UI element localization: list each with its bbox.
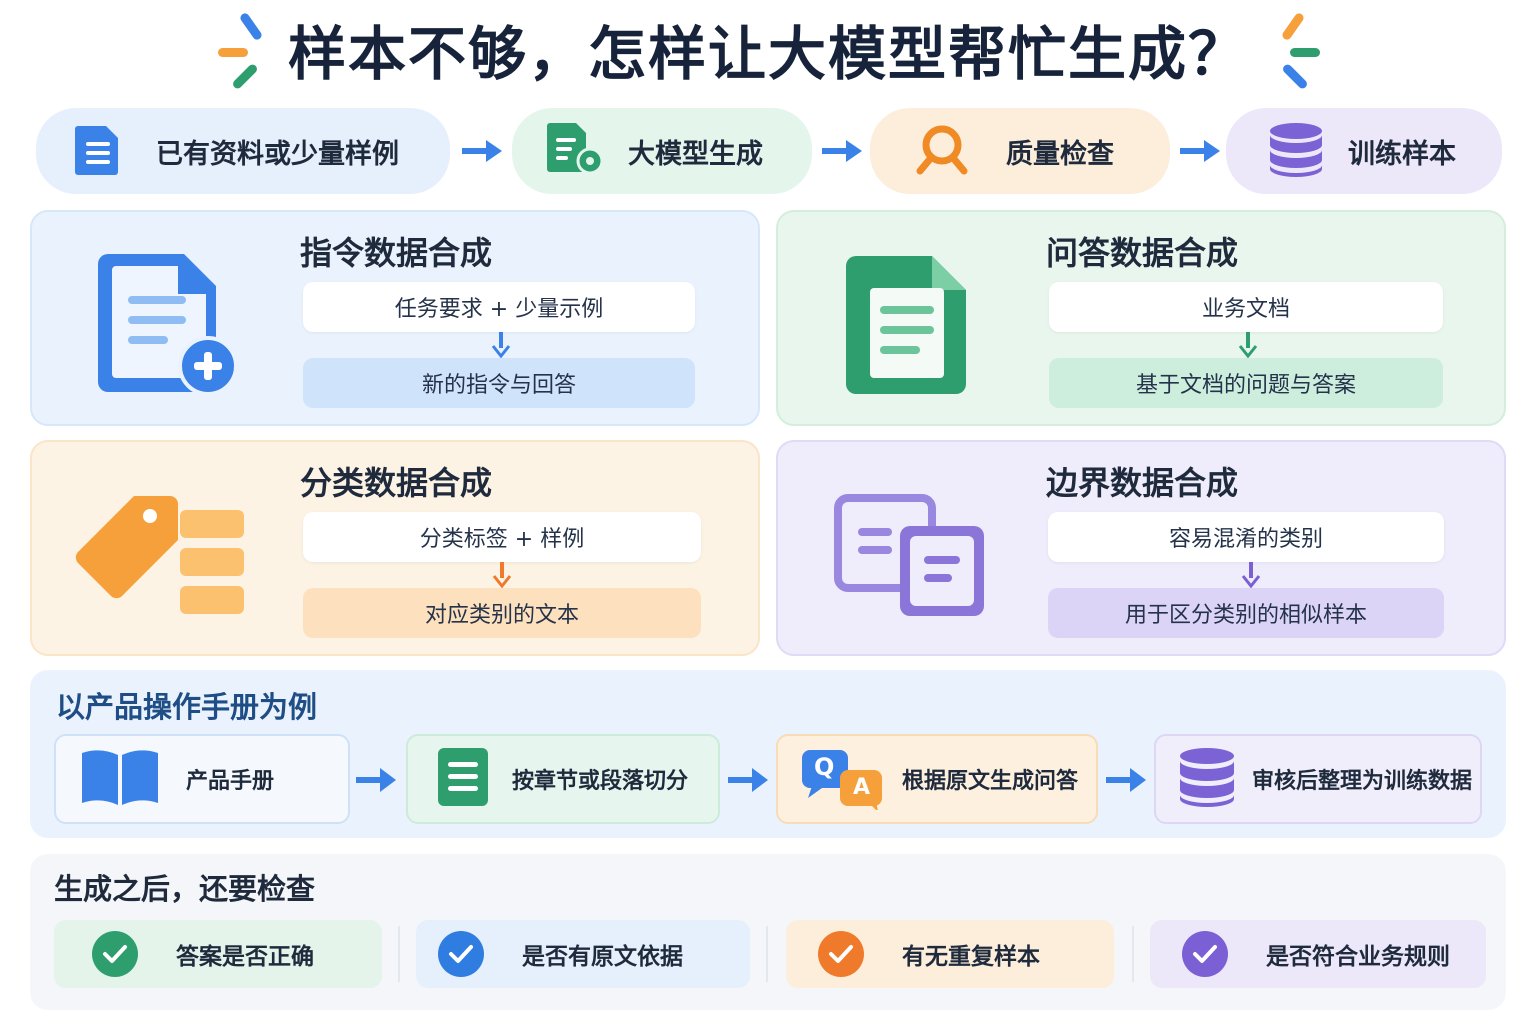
step-input: 分类标签 + 样例 [303, 512, 701, 562]
card-title: 问答数据合成 [1046, 234, 1239, 272]
list-document-icon [436, 746, 490, 812]
arrow-right-icon [728, 768, 768, 792]
section-title: 以产品操作手册为例 [56, 690, 318, 724]
section-title: 生成之后，还要检查 [54, 872, 316, 906]
sparkle-icon [218, 48, 248, 57]
arrow-right-icon [356, 768, 396, 792]
arrow-right-icon [1106, 768, 1146, 792]
flow-step-label: 大模型生成 [628, 138, 763, 170]
flow-step-llm-generate: 大模型生成 [512, 108, 812, 194]
card-title: 边界数据合成 [1046, 464, 1239, 502]
qa-bubbles-icon: Q A [800, 748, 884, 810]
question-letter: Q [814, 753, 835, 781]
check-circle-icon [92, 931, 138, 977]
arrow-right-icon [462, 140, 502, 162]
arrow-down-icon [1241, 562, 1261, 588]
flow-step-label: 训练样本 [1348, 138, 1456, 170]
manual-step-label: 审核后整理为训练数据 [1252, 769, 1473, 794]
check-circle-icon [438, 931, 484, 977]
check-item-label: 是否有原文依据 [522, 944, 683, 970]
manual-step-split-sections: 按章节或段落切分 [406, 734, 720, 824]
manual-step-generate-qa: Q A 根据原文生成问答 [776, 734, 1098, 824]
database-icon [1268, 121, 1324, 181]
check-circle-icon [1182, 931, 1228, 977]
manual-step-review-organize: 审核后整理为训练数据 [1154, 734, 1482, 824]
flow-step-training-samples: 训练样本 [1226, 108, 1502, 194]
step-output: 用于区分类别的相似样本 [1048, 588, 1444, 638]
step-input: 任务要求 + 少量示例 [303, 282, 695, 332]
manual-step-product-manual: 产品手册 [54, 734, 350, 824]
book-icon [80, 747, 160, 811]
card-title: 指令数据合成 [300, 234, 493, 272]
manual-step-label: 产品手册 [186, 769, 275, 794]
document-gear-icon [546, 121, 606, 181]
manual-step-label: 按章节或段落切分 [512, 769, 689, 794]
check-item-label: 有无重复样本 [902, 944, 1040, 970]
arrow-right-icon [822, 140, 862, 162]
divider [1132, 926, 1134, 982]
flow-step-label: 质量检查 [1006, 138, 1114, 170]
arrow-down-icon [492, 562, 512, 588]
check-item-business-rules: 是否符合业务规则 [1150, 920, 1486, 988]
sparkle-icon [1290, 48, 1320, 57]
check-item-source-evidence: 是否有原文依据 [416, 920, 750, 988]
manual-step-label: 根据原文生成问答 [902, 769, 1079, 794]
check-item-label: 答案是否正确 [176, 944, 314, 970]
magnifier-icon [914, 121, 970, 181]
page-title: 样本不够，怎样让大模型帮忙生成？ [287, 20, 1248, 88]
arrow-down-icon [491, 332, 511, 358]
divider [398, 926, 400, 982]
database-icon [1178, 746, 1236, 812]
check-item-answer-correct: 答案是否正确 [54, 920, 382, 988]
step-output: 基于文档的问题与答案 [1049, 358, 1443, 408]
step-output: 对应类别的文本 [303, 588, 701, 638]
step-input: 容易混淆的类别 [1048, 512, 1444, 562]
step-output: 新的指令与回答 [303, 358, 695, 408]
answer-letter: A [853, 775, 871, 800]
check-item-duplicates: 有无重复样本 [786, 920, 1114, 988]
copy-documents-icon [834, 494, 988, 624]
document-plus-icon [98, 250, 240, 402]
check-item-label: 是否符合业务规则 [1266, 944, 1450, 970]
document-icon [846, 254, 968, 398]
tag-icon [74, 490, 250, 624]
step-input: 业务文档 [1049, 282, 1443, 332]
arrow-down-icon [1238, 332, 1258, 358]
document-icon [74, 122, 122, 180]
arrow-right-icon [1180, 140, 1220, 162]
card-title: 分类数据合成 [300, 464, 493, 502]
divider [766, 926, 768, 982]
flow-step-materials: 已有资料或少量样例 [36, 108, 450, 194]
flow-step-quality-check: 质量检查 [870, 108, 1170, 194]
check-circle-icon [818, 931, 864, 977]
flow-step-label: 已有资料或少量样例 [156, 138, 399, 170]
